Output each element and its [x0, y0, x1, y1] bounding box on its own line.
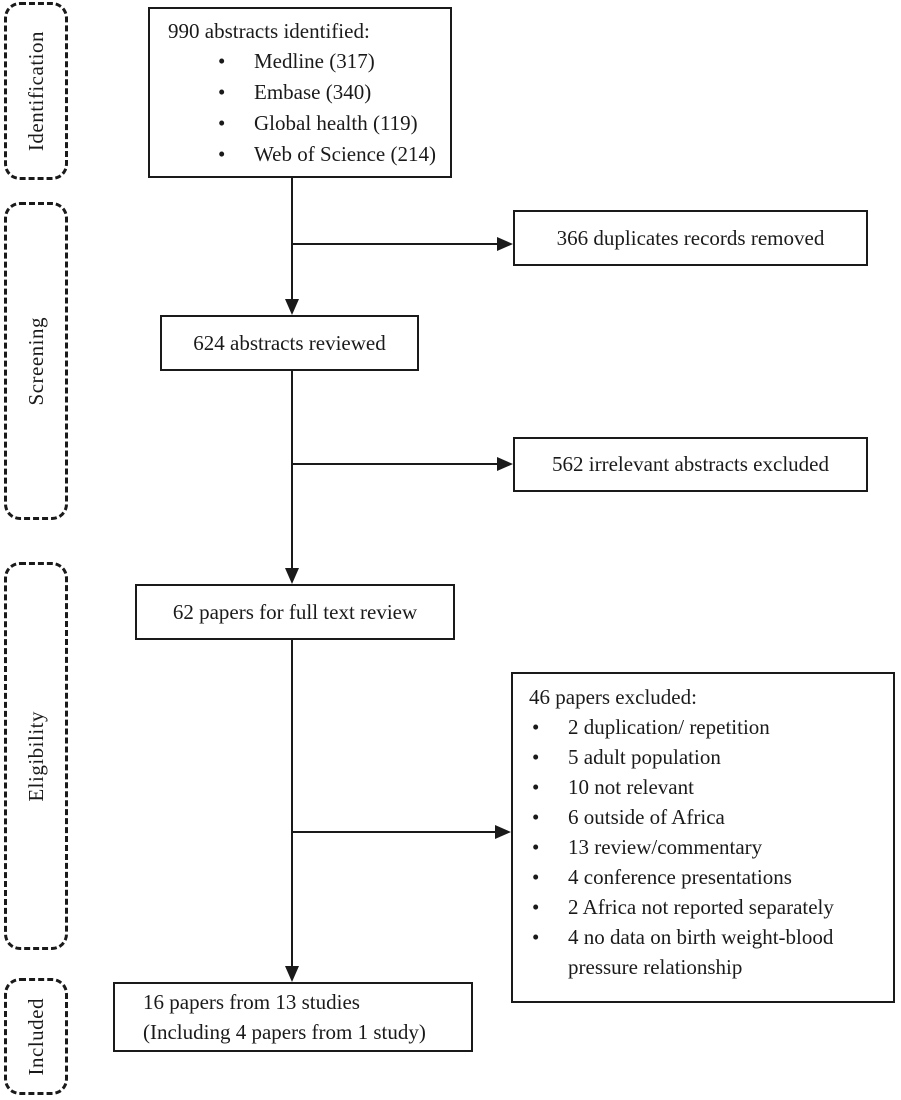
- bullet-icon: •: [532, 745, 540, 770]
- list-item: • 10 not relevant: [529, 772, 885, 802]
- abstracts-identified-title: 990 abstracts identified:: [168, 19, 370, 43]
- abstracts-reviewed-text: 624 abstracts reviewed: [193, 330, 386, 355]
- connector-identified-to-reviewed: [291, 178, 293, 300]
- stage-box-screening: Screening: [4, 202, 68, 520]
- source-web-of-science: Web of Science (214): [254, 142, 436, 167]
- arrowhead-down-icon: [285, 299, 299, 315]
- connector-fulltext-to-included: [291, 640, 293, 968]
- connector-to-duplicates: [292, 243, 498, 245]
- source-medline: Medline (317): [254, 49, 375, 74]
- included-papers-line1: 16 papers from 13 studies: [143, 989, 360, 1014]
- list-item: • 4 conference presentations: [529, 862, 885, 892]
- arrowhead-down-icon: [285, 966, 299, 982]
- full-text-review-text: 62 papers for full text review: [172, 599, 418, 624]
- excluded-conference: 4 conference presentations: [568, 865, 792, 890]
- source-embase: Embase (340): [254, 80, 372, 105]
- stage-label-screening: Screening: [23, 316, 48, 406]
- box-abstracts-identified: 990 abstracts identified: • Medline (317…: [148, 7, 452, 178]
- bullet-icon: •: [532, 775, 540, 800]
- papers-excluded-title: 46 papers excluded:: [529, 685, 697, 709]
- list-item: • 4 no data on birth weight-blood pressu…: [529, 922, 885, 982]
- bullet-icon: •: [218, 142, 226, 167]
- stage-box-included: Included: [4, 978, 68, 1095]
- excluded-not-relevant: 10 not relevant: [568, 775, 694, 800]
- connector-to-irrelevant: [292, 463, 498, 465]
- list-item: • 6 outside of Africa: [529, 802, 885, 832]
- list-item: • Global health (119): [168, 108, 444, 139]
- bullet-icon: •: [218, 49, 226, 74]
- list-item: • 2 Africa not reported separately: [529, 892, 885, 922]
- arrowhead-right-icon: [495, 825, 511, 839]
- box-irrelevant-excluded: 562 irrelevant abstracts excluded: [513, 437, 868, 492]
- stage-label-eligibility: Eligibility: [23, 710, 48, 802]
- bullet-icon: •: [218, 80, 226, 105]
- bullet-icon: •: [218, 111, 226, 136]
- list-item: • Medline (317): [168, 46, 444, 77]
- bullet-icon: •: [532, 805, 540, 830]
- arrowhead-down-icon: [285, 568, 299, 584]
- box-included-papers: 16 papers from 13 studies (Including 4 p…: [113, 982, 473, 1052]
- abstracts-identified-list: • Medline (317) • Embase (340) • Global …: [168, 46, 444, 170]
- papers-excluded-list: • 2 duplication/ repetition • 5 adult po…: [529, 712, 885, 982]
- excluded-duplication: 2 duplication/ repetition: [568, 715, 770, 740]
- excluded-africa-not-reported: 2 Africa not reported separately: [568, 895, 834, 920]
- list-item: • Web of Science (214): [168, 139, 444, 170]
- list-item: • 13 review/commentary: [529, 832, 885, 862]
- excluded-outside-africa: 6 outside of Africa: [568, 805, 725, 830]
- included-papers-line2: (Including 4 papers from 1 study): [143, 1020, 426, 1044]
- stage-label-included: Included: [23, 997, 48, 1076]
- connector-reviewed-to-fulltext: [291, 371, 293, 570]
- list-item: • 2 duplication/ repetition: [529, 712, 885, 742]
- stage-box-identification: Identification: [4, 2, 68, 180]
- connector-to-excluded: [292, 831, 496, 833]
- box-papers-excluded: 46 papers excluded: • 2 duplication/ rep…: [511, 672, 895, 1003]
- box-abstracts-reviewed: 624 abstracts reviewed: [160, 315, 419, 371]
- irrelevant-excluded-text: 562 irrelevant abstracts excluded: [552, 452, 829, 477]
- arrowhead-right-icon: [497, 237, 513, 251]
- list-item: • Embase (340): [168, 77, 444, 108]
- stage-box-eligibility: Eligibility: [4, 562, 68, 950]
- duplicates-removed-text: 366 duplicates records removed: [556, 225, 825, 250]
- bullet-icon: •: [532, 835, 540, 860]
- excluded-adult-population: 5 adult population: [568, 745, 721, 770]
- source-global-health: Global health (119): [254, 111, 418, 136]
- box-full-text-review: 62 papers for full text review: [135, 584, 455, 640]
- box-duplicates-removed: 366 duplicates records removed: [513, 210, 868, 266]
- arrowhead-right-icon: [497, 457, 513, 471]
- bullet-icon: •: [532, 715, 540, 740]
- bullet-icon: •: [532, 895, 540, 920]
- bullet-icon: •: [532, 925, 540, 950]
- bullet-icon: •: [532, 865, 540, 890]
- stage-label-identification: Identification: [23, 30, 48, 152]
- excluded-review-commentary: 13 review/commentary: [568, 835, 763, 860]
- list-item: • 5 adult population: [529, 742, 885, 772]
- excluded-no-data: 4 no data on birth weight-blood pressure…: [568, 925, 834, 980]
